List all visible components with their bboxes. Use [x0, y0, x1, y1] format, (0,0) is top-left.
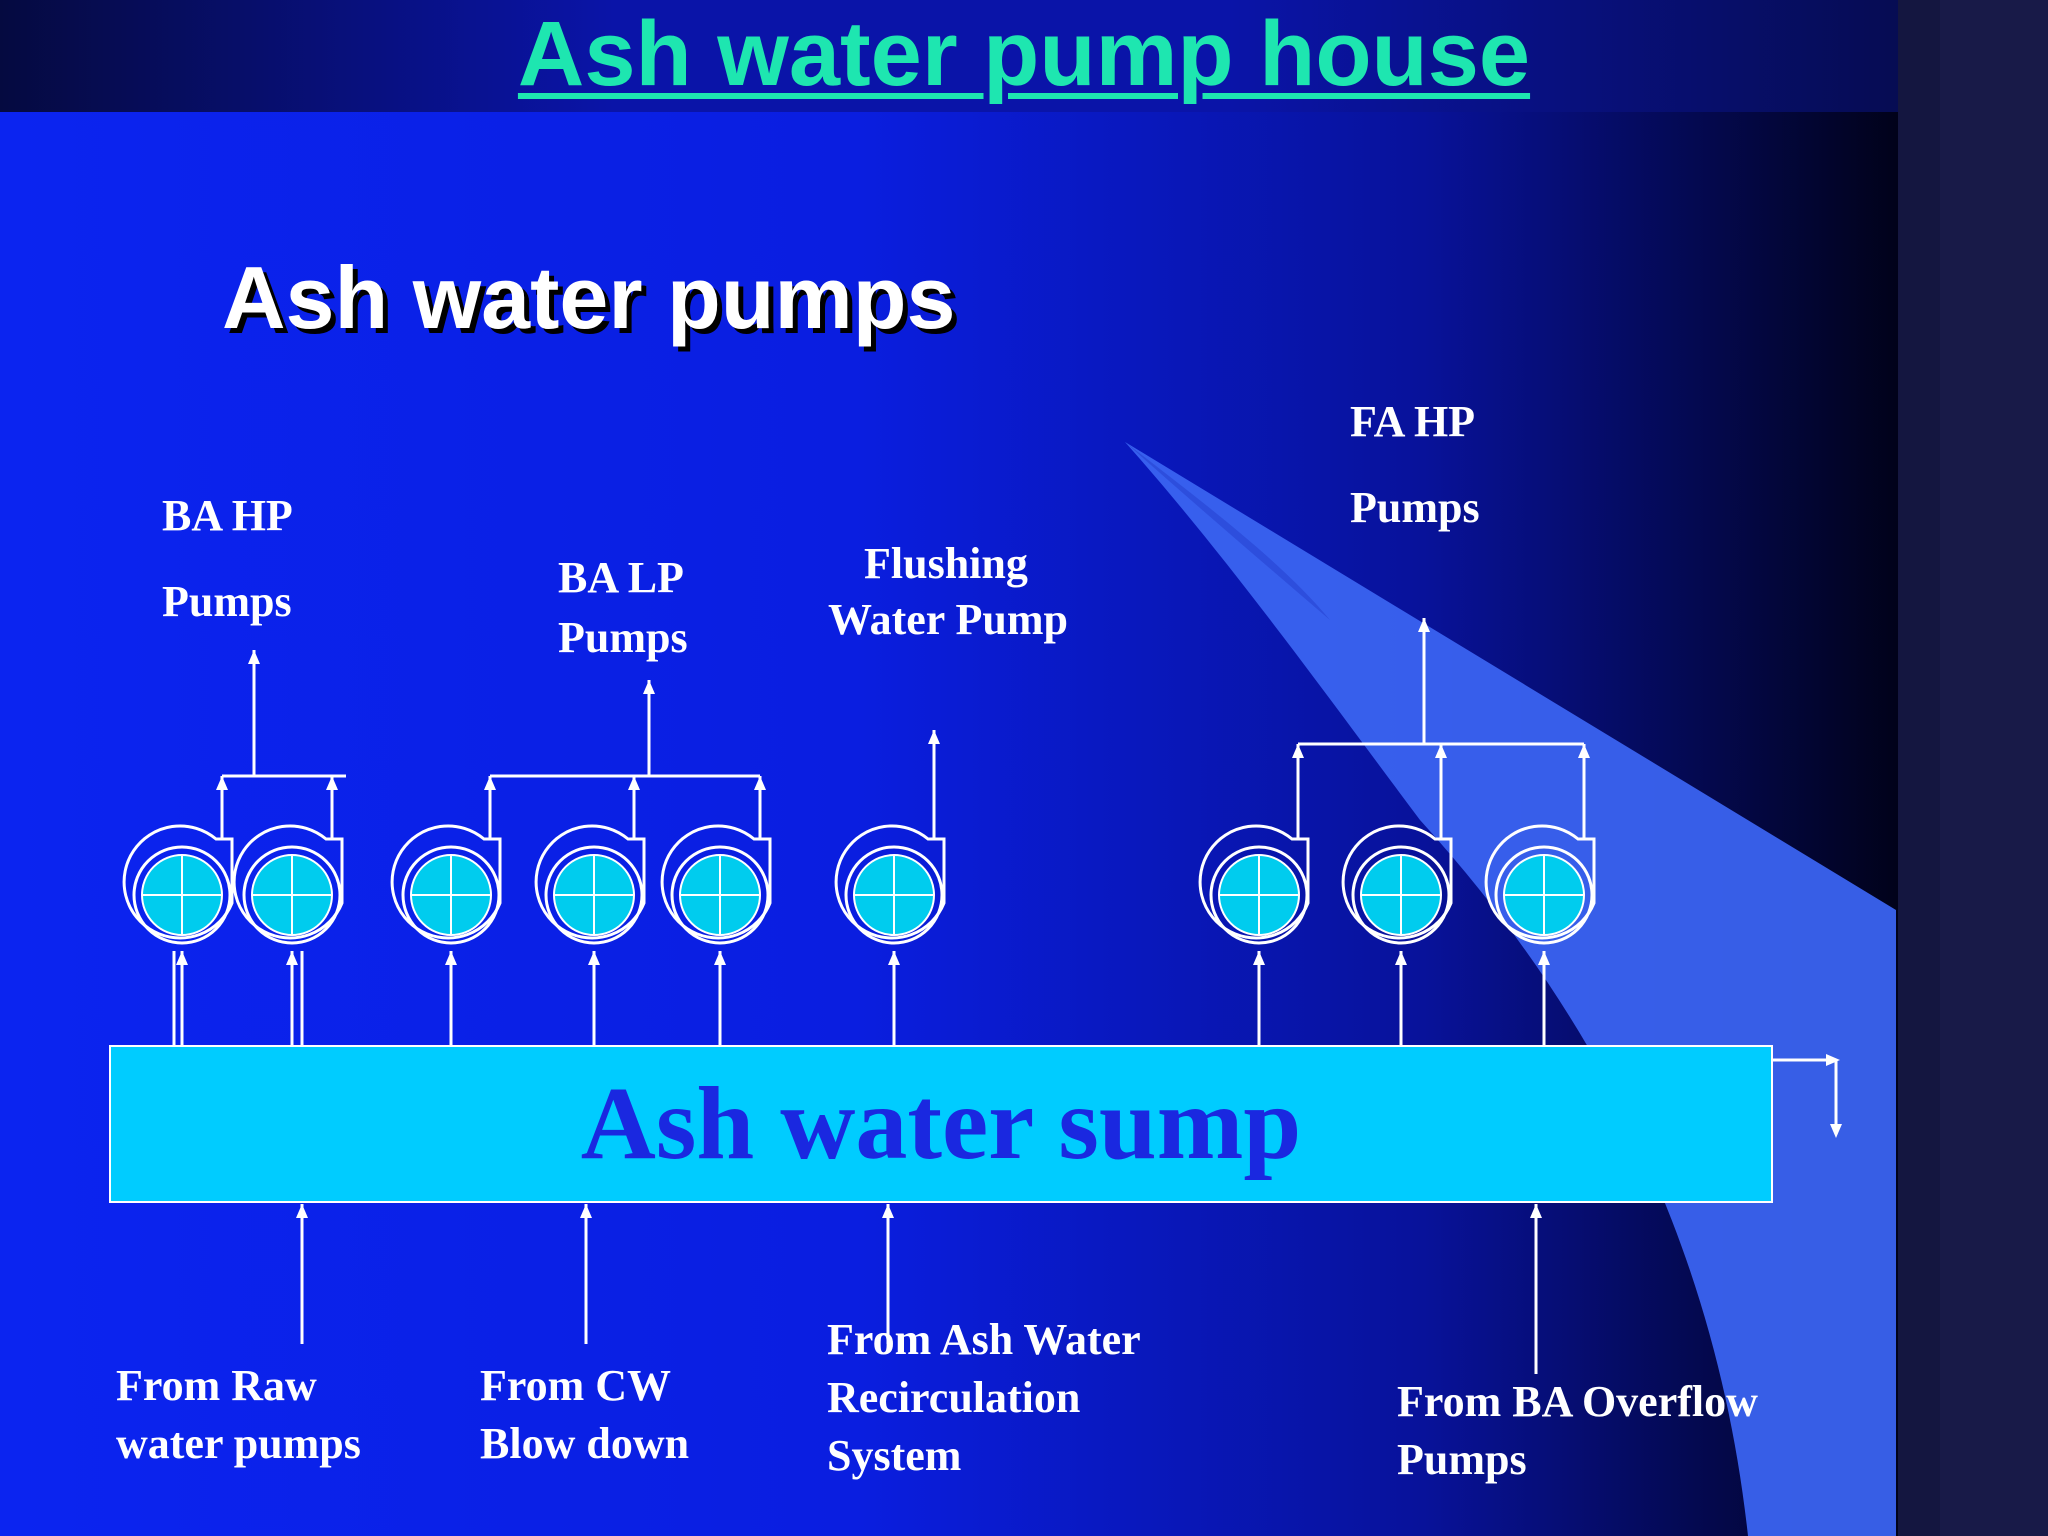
- pump-icon: [1484, 824, 1596, 945]
- arrowhead: [1395, 951, 1407, 965]
- pump-icon: [1341, 824, 1453, 945]
- arrowhead: [928, 730, 940, 744]
- raw-water-label-line2: water pumps: [116, 1419, 361, 1468]
- fa-hp-label-line2: Pumps: [1350, 483, 1480, 532]
- ba-overflow-label-line1: From BA Overflow: [1397, 1377, 1758, 1426]
- arrowhead: [248, 650, 260, 664]
- arrowhead: [628, 776, 640, 790]
- cw-blowdown-label-line1: From CW: [480, 1361, 672, 1410]
- ba-lp-label-line1: BA LP: [558, 553, 684, 602]
- arrowhead: [1830, 1124, 1842, 1138]
- arrowhead: [484, 776, 496, 790]
- pump-icon: [390, 824, 502, 945]
- sump-tank: [109, 1045, 1773, 1203]
- arrowhead: [1292, 744, 1304, 758]
- arrowhead: [1578, 744, 1590, 758]
- arrowhead: [580, 1204, 592, 1218]
- recirculation-label-line2: Recirculation: [827, 1373, 1081, 1422]
- arrowhead: [1418, 618, 1430, 632]
- arrowhead: [286, 951, 298, 965]
- arrowhead: [888, 951, 900, 965]
- arrowhead: [326, 776, 338, 790]
- fa-hp-label-line1: FA HP: [1350, 397, 1476, 446]
- arrowhead: [176, 951, 188, 965]
- diagram-subtitle: Ash water pumps: [222, 248, 956, 347]
- ba-overflow-label-line2: Pumps: [1397, 1435, 1527, 1484]
- recirculation-label-line3: System: [827, 1431, 962, 1480]
- arrowhead: [296, 1204, 308, 1218]
- arrowhead: [216, 776, 228, 790]
- light-beam: [1125, 442, 1896, 1536]
- arrowhead: [588, 951, 600, 965]
- arrowhead: [1538, 951, 1550, 965]
- pump-icon: [232, 824, 344, 945]
- pump-icon: [1198, 824, 1310, 945]
- pump-icon: [834, 824, 946, 945]
- ba-hp-label-line2: Pumps: [162, 577, 292, 626]
- arrowhead: [1435, 744, 1447, 758]
- arrowhead: [714, 951, 726, 965]
- raw-water-label-line1: From Raw: [116, 1361, 317, 1410]
- arrowhead: [445, 951, 457, 965]
- arrowhead: [754, 776, 766, 790]
- flushing-label-line1: Flushing: [864, 539, 1028, 588]
- pump-icon: [122, 824, 234, 945]
- page-title: Ash water pump house: [517, 3, 1531, 105]
- ba-lp-label-line2: Pumps: [558, 613, 688, 662]
- recirculation-label-line1: From Ash Water: [827, 1315, 1141, 1364]
- flushing-label-line2: Water Pump: [828, 595, 1068, 644]
- pump-icon: [534, 824, 646, 945]
- arrowhead: [882, 1204, 894, 1218]
- arrowhead: [1826, 1054, 1840, 1066]
- arrowhead: [1253, 951, 1265, 965]
- ba-hp-label-line1: BA HP: [162, 491, 293, 540]
- title-band: [0, 0, 2048, 112]
- sump-label: Ash water sump: [580, 1066, 1302, 1181]
- cw-blowdown-label-line2: Blow down: [480, 1419, 690, 1468]
- arrowhead: [643, 680, 655, 694]
- pump-icon: [660, 824, 772, 945]
- arrowhead: [1530, 1204, 1542, 1218]
